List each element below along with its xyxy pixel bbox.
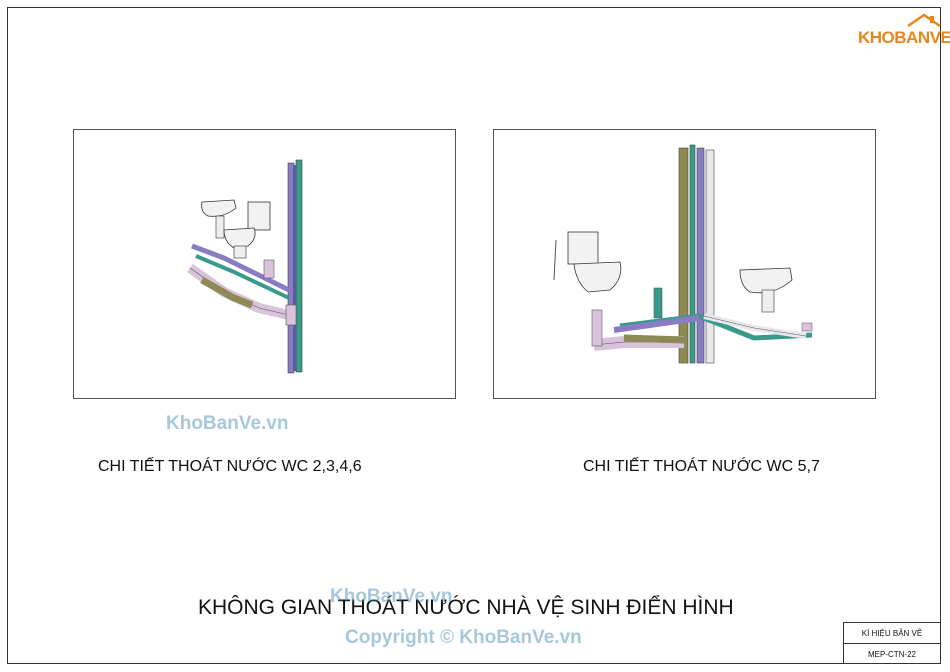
plumbing-3d-diagram-right [553,144,813,364]
view-panel-wc-57 [493,129,876,399]
watermark: KhoBanVe.vn [166,413,289,434]
logo: KHOBANVE [858,12,950,52]
drawing-title: KHÔNG GIAN THOÁT NƯỚC NHÀ VỆ SINH ĐIỂN H… [198,596,734,619]
view-caption-right: CHI TIẾT THOÁT NƯỚC WC 5,7 [583,458,820,475]
logo-text: KHOBANVE [858,28,950,47]
title-block-divider [844,643,940,644]
title-block-label: KÍ HIỆU BẢN VẼ [861,629,923,638]
copyright-watermark: Copyright © KhoBanVe.vn [345,627,582,648]
house-roof-icon [907,13,941,28]
title-block: KÍ HIỆU BẢN VẼ MEP-CTN-22 [843,622,941,664]
sheet-border [7,7,941,664]
view-caption-left: CHI TIẾT THOÁT NƯỚC WC 2,3,4,6 [98,458,362,475]
view-panel-wc-2346 [73,129,456,399]
plumbing-3d-diagram-left [187,159,303,374]
drawing-code: MEP-CTN-22 [867,650,916,659]
watermark: KhoBanVe.vn [330,586,453,607]
